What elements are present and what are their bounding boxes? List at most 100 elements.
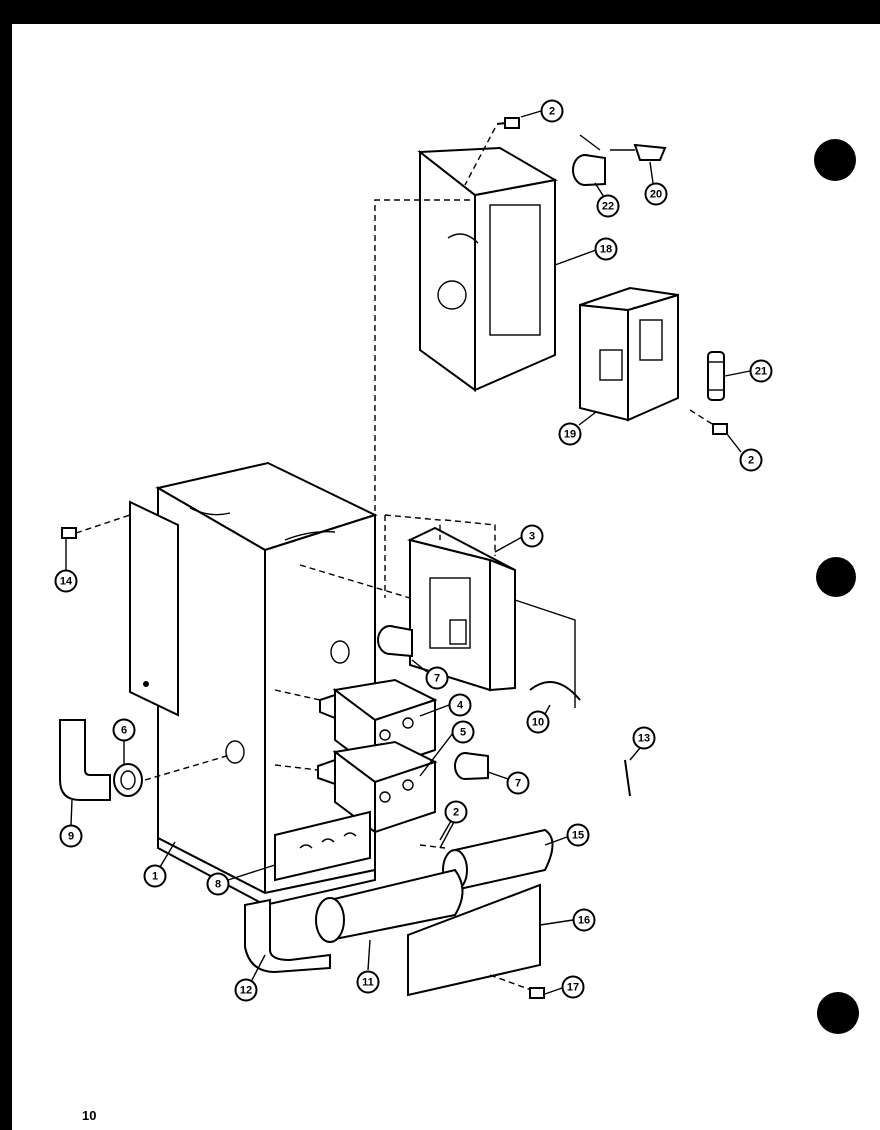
callout-label: 8 (215, 879, 221, 891)
callout-circle (561, 975, 585, 999)
callout-label: 14 (60, 576, 73, 588)
fuse-block (579, 286, 679, 422)
callout-label: 2 (453, 807, 459, 819)
base-plate (157, 836, 376, 907)
callout-9: 9 (59, 824, 83, 848)
callout-1: 1 (143, 864, 167, 888)
callout-circle (54, 569, 78, 593)
screw-17 (489, 974, 546, 999)
elbow-grommet (59, 719, 231, 801)
callout-21: 21 (749, 359, 773, 383)
callout-circle (632, 726, 656, 750)
callout-circle (234, 978, 258, 1002)
callout-label: 19 (564, 429, 576, 441)
screw-top (496, 117, 520, 129)
callout-label: 20 (650, 189, 662, 201)
callout-17: 17 (561, 975, 585, 999)
callout-label: 5 (460, 727, 466, 739)
callout-label: 15 (572, 830, 584, 842)
callout-circle (596, 194, 620, 218)
callout-2: 2 (739, 448, 763, 472)
callout-leaders (65, 110, 751, 995)
callout-19: 19 (558, 422, 582, 446)
junction-box (417, 146, 558, 392)
switch-5 (317, 740, 438, 834)
page-number: 10 (82, 1108, 97, 1123)
callout-label: 22 (602, 201, 614, 213)
callout-label: 1 (152, 871, 158, 883)
fuse (707, 351, 725, 401)
callout-label: 6 (121, 725, 127, 737)
callout-7: 7 (506, 771, 530, 795)
screw-right (712, 423, 728, 435)
callout-label: 9 (68, 831, 74, 843)
callout-13: 13 (632, 726, 656, 750)
callout-20: 20 (644, 182, 668, 206)
bushing-connector (572, 134, 667, 186)
callout-label: 4 (457, 700, 464, 712)
callout-label: 12 (240, 985, 252, 997)
callout-circle (572, 908, 596, 932)
registration-dot-top (814, 139, 856, 181)
callout-3: 3 (520, 524, 544, 548)
callout-12: 12 (234, 978, 258, 1002)
callout-circle (566, 823, 590, 847)
callout-11: 11 (356, 970, 380, 994)
callout-circle (558, 422, 582, 446)
callout-10: 10 (526, 710, 550, 734)
callout-circle (540, 99, 564, 123)
callout-circle (526, 710, 550, 734)
callout-6: 6 (112, 718, 136, 742)
callout-15: 15 (566, 823, 590, 847)
callout-16: 16 (572, 908, 596, 932)
callout-circle (59, 824, 83, 848)
callout-label: 7 (515, 778, 521, 790)
screw-lower (439, 819, 456, 849)
callout-label: 16 (578, 915, 590, 927)
callout-8: 8 (206, 872, 230, 896)
callout-label: 7 (434, 673, 440, 685)
knob-lower (454, 752, 489, 780)
callout-circle (451, 720, 475, 744)
callout-7: 7 (425, 666, 449, 690)
registration-dot-middle (816, 557, 856, 597)
callout-2: 2 (540, 99, 564, 123)
callout-22: 22 (596, 194, 620, 218)
callout-circle (206, 872, 230, 896)
callout-label: 21 (755, 366, 767, 378)
callout-18: 18 (594, 237, 618, 261)
callout-circle (425, 666, 449, 690)
callout-circle (644, 182, 668, 206)
callout-2: 2 (444, 800, 468, 824)
callout-label: 2 (549, 106, 555, 118)
callout-4: 4 (448, 693, 472, 717)
callout-circle (520, 524, 544, 548)
knob-upper (377, 625, 413, 658)
side-panel (129, 500, 179, 717)
callout-circle (112, 718, 136, 742)
callout-circle (594, 237, 618, 261)
callout-circle (749, 359, 773, 383)
screw-14 (61, 514, 131, 539)
callout-label: 2 (748, 455, 754, 467)
callout-label: 18 (600, 244, 612, 256)
transformer (407, 526, 576, 708)
callout-14: 14 (54, 569, 78, 593)
callout-label: 11 (362, 977, 374, 989)
registration-dot-bottom (817, 992, 859, 1034)
callout-label: 3 (529, 531, 535, 543)
capacitor-11 (315, 868, 464, 943)
callout-circle (448, 693, 472, 717)
callout-circle (356, 970, 380, 994)
callout-5: 5 (451, 720, 475, 744)
callout-circle (739, 448, 763, 472)
callout-label: 17 (567, 982, 579, 994)
bracket-10 (529, 681, 581, 701)
callout-label: 10 (532, 717, 544, 729)
callout-circle (143, 864, 167, 888)
strap-12 (244, 898, 331, 974)
callout-circle (506, 771, 530, 795)
callout-circle (444, 800, 468, 824)
